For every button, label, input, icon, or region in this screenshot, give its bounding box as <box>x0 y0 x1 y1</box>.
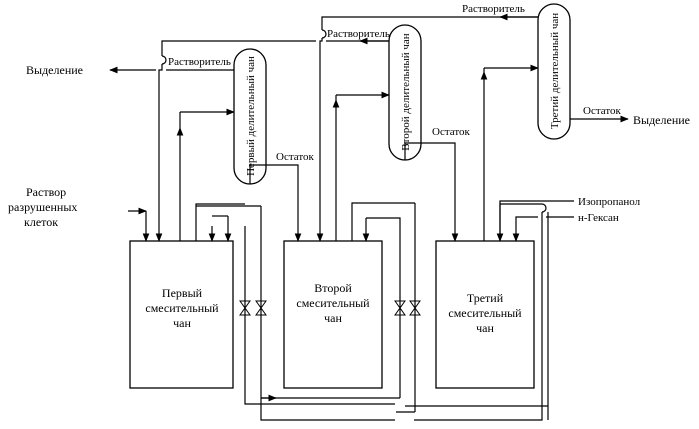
solvent-line-3 <box>320 17 538 241</box>
column-1-label: Первый делительный чан <box>245 56 257 176</box>
tank-3-to-column-3 <box>484 68 538 241</box>
solvent-label-3: Растворитель <box>462 3 525 15</box>
feed-label-line-2: разрушенных <box>8 200 77 214</box>
tank-3-label-line-3: чан <box>476 321 494 335</box>
isolation-label-left: Выделение <box>26 63 83 77</box>
tank-3-label-line-2: смесительный <box>448 306 522 320</box>
feed-label-line-3: клеток <box>24 215 58 229</box>
tank-1-label-line-2: смесительный <box>145 301 219 315</box>
tank-3-label-line-1: Третий <box>467 291 504 305</box>
feed-label-line-1: Раствор <box>26 185 66 199</box>
residue-label-3: Остаток <box>583 105 622 117</box>
solvent-line-2 <box>159 41 389 241</box>
solvent-label-2: Растворитель <box>327 28 390 40</box>
mixing-tank-1: Первый смесительный чан <box>130 241 233 388</box>
separation-column-2: Второй делительный чан <box>389 25 421 160</box>
tank-1-label-line-3: чан <box>173 316 191 330</box>
tank-2-to-column-2 <box>336 95 389 241</box>
mixing-tank-2: Второй смесительный чан <box>284 241 382 388</box>
mixing-tank-3: Третий смесительный чан <box>436 241 534 388</box>
isolation-label-right: Выделение <box>633 113 690 127</box>
residue-label-1: Остаток <box>276 151 315 163</box>
isopropanol-line <box>500 201 574 241</box>
hexane-label: н-Гексан <box>578 212 619 224</box>
hexane-line <box>516 217 574 241</box>
tank-2-label-line-1: Второй <box>314 281 352 295</box>
separation-column-3: Третий делительный чан <box>538 4 570 139</box>
solvent-label-1: Растворитель <box>168 56 231 68</box>
column-3-label: Третий делительный чан <box>549 13 561 129</box>
residue-label-2: Остаток <box>432 126 471 138</box>
isopropanol-label: Изопропанол <box>578 196 641 208</box>
tank-2-label-line-2: смесительный <box>296 296 370 310</box>
tank-2-label-line-3: чан <box>324 311 342 325</box>
separation-column-1: Первый делительный чан <box>234 49 266 184</box>
tank-1-label-line-1: Первый <box>162 286 203 300</box>
column-2-label: Второй делительный чан <box>400 33 412 151</box>
tank-1-to-column-1 <box>180 112 234 241</box>
feed-line <box>128 211 146 241</box>
